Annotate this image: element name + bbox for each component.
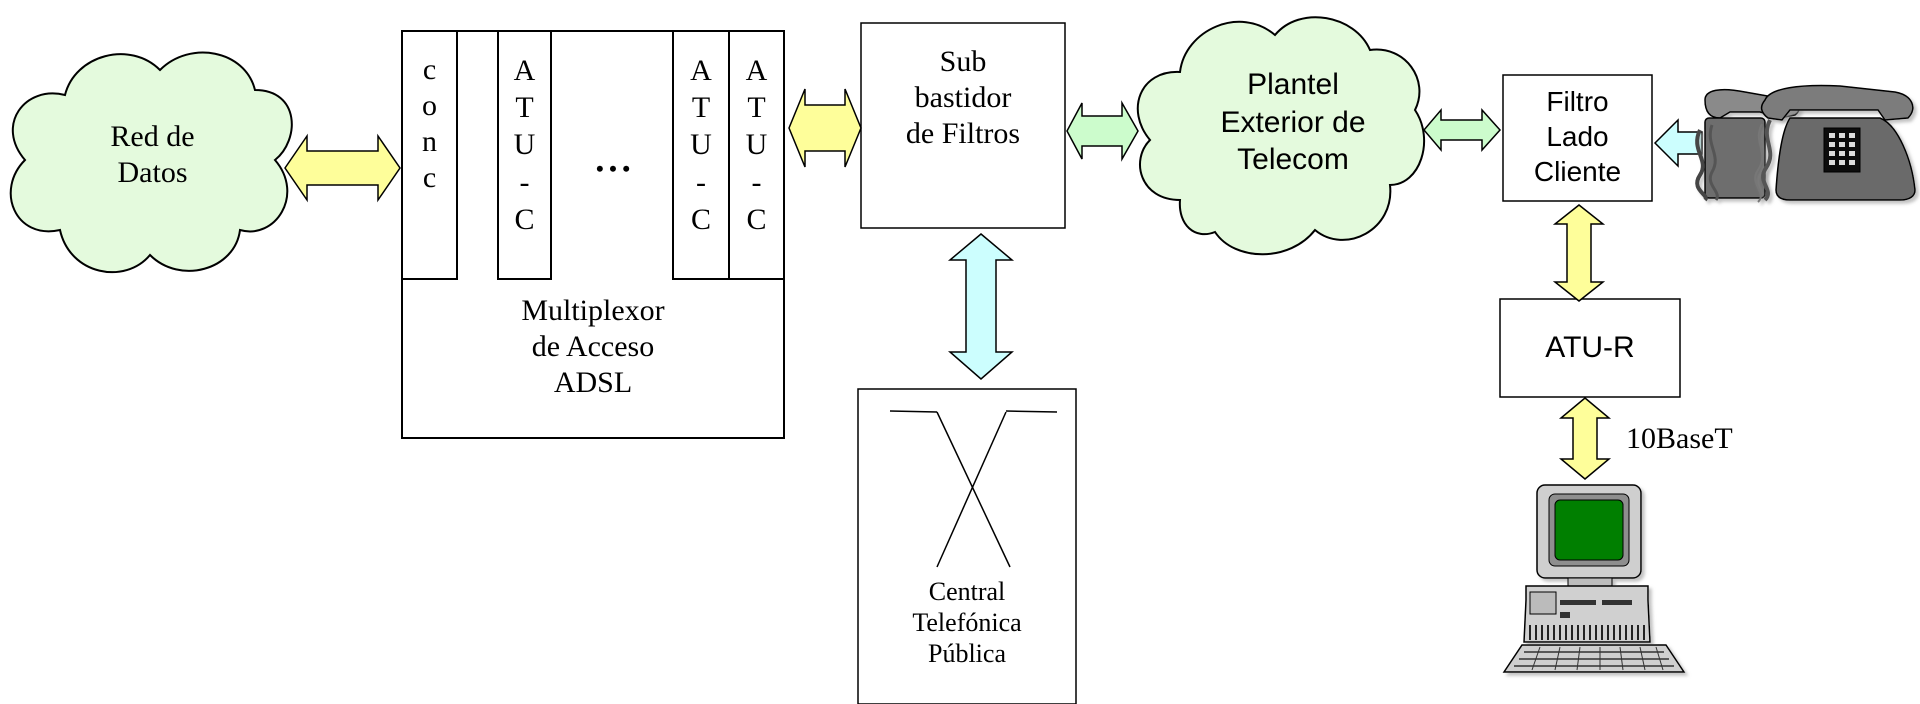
card-letter: - [751, 165, 762, 199]
bidirectional-arrow [284, 133, 401, 203]
label-line: Sub [939, 45, 987, 78]
card-letter: c [422, 53, 437, 86]
bidirectional-arrow [1423, 107, 1502, 153]
bidirectional-arrow [1552, 204, 1606, 302]
card-letter: n [422, 125, 437, 158]
card-atu-c [497, 30, 552, 280]
card-letter: C [690, 202, 711, 236]
multiplexor-label: Multiplexor de Acceso ADSL [402, 293, 784, 401]
bidirectional-arrow [947, 233, 1015, 380]
label-line: Plantel [1247, 68, 1339, 101]
card-letter: C [514, 202, 535, 236]
crossbar-line [936, 411, 1011, 568]
card-conc-label: c o n c [402, 52, 457, 196]
card-atu-c-label: A T U - C [729, 52, 784, 238]
ellipsis: • • • [595, 156, 631, 181]
label-line: Red de [110, 120, 195, 153]
card-letter: U [513, 128, 536, 162]
filtro-lado-cliente-box [1502, 74, 1653, 202]
card-letter: T [691, 91, 711, 125]
card-letter: U [745, 128, 768, 162]
desktop-computer-icon [1502, 484, 1686, 673]
card-letter: - [696, 165, 706, 199]
10baset-label: 10BaseT [1626, 422, 1733, 455]
crossbar-line [1005, 410, 1058, 413]
red-de-datos-cloud [9, 51, 293, 274]
label-line: Multiplexor [521, 294, 665, 327]
telephone-icon [1754, 84, 1916, 203]
label-line: ADSL [553, 366, 633, 399]
card-letter: o [422, 89, 437, 122]
card-letter: A [745, 54, 768, 87]
card-atu-c [672, 30, 730, 280]
card-atu-c [728, 30, 785, 280]
label-line: Exterior de [1220, 105, 1366, 139]
label-line: Telecom [1237, 143, 1349, 176]
card-letter: - [519, 165, 530, 199]
sub-bastidor-box [860, 22, 1066, 229]
red-de-datos-label: Red de Datos [70, 119, 235, 191]
bidirectional-arrow [1066, 100, 1139, 162]
card-letter: A [513, 54, 536, 87]
label-line: Pública [928, 639, 1006, 669]
label-line: Filtro [1546, 86, 1609, 117]
card-letter: C [746, 202, 767, 236]
label-line: de Acceso [531, 330, 655, 363]
label-line: Cliente [1533, 156, 1622, 187]
crossbar-line [889, 410, 938, 413]
label-line: Lado [1546, 121, 1609, 152]
card-letter: c [422, 161, 437, 194]
crossbar-line [936, 411, 1007, 568]
card-letter: T [515, 91, 534, 125]
central-telefonica-label: Central Telefónica Pública [858, 576, 1076, 670]
arrow [1653, 118, 1703, 168]
label-line: Datos [117, 156, 188, 189]
bidirectional-arrow [1558, 397, 1612, 480]
label-line: bastidor [914, 81, 1012, 114]
card-atu-c-label: A T U - C [498, 52, 551, 238]
atu-r-box [1499, 298, 1681, 398]
label-line: Telefónica [912, 608, 1022, 638]
card-letter: A [690, 54, 712, 87]
bidirectional-arrow [788, 88, 862, 168]
sub-bastidor-label: Sub bastidor de Filtros [861, 44, 1065, 152]
filtro-lado-cliente-label: Filtro Lado Cliente [1503, 84, 1652, 189]
label-line: Central [928, 577, 1006, 606]
plantel-exterior-label: Plantel Exterior de Telecom [1178, 66, 1408, 179]
central-telefonica-box [857, 388, 1077, 704]
card-letter: T [747, 91, 766, 125]
atu-r-label: ATU-R [1545, 331, 1635, 364]
card-atu-c-label: A T U - C [673, 52, 729, 238]
plantel-exterior-cloud [1136, 16, 1425, 256]
card-conc [401, 30, 458, 280]
card-letter: U [690, 128, 712, 162]
label-line: de Filtros [905, 117, 1021, 150]
